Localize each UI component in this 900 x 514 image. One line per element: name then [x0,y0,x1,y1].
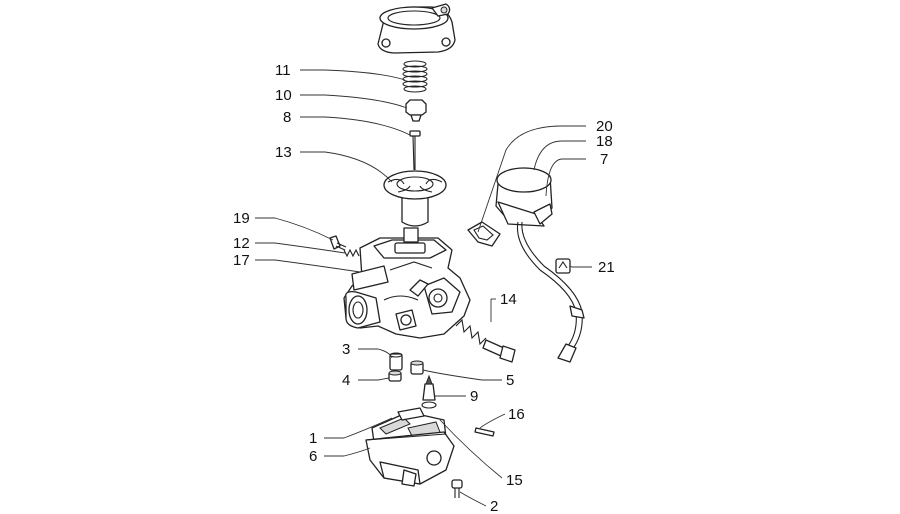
part-needle-holder-10 [405,99,427,122]
leader-17 [255,259,361,273]
leader-16 [479,413,506,429]
part-gasket-20 [467,221,501,247]
leader-7 [545,158,586,197]
part-screw-19 [329,235,347,251]
part-needle-8 [409,130,421,171]
callout-3: 3 [342,341,350,358]
callout-10: 10 [275,87,292,104]
leader-21 [569,265,592,268]
leader-1 [324,417,393,439]
callout-15: 15 [506,472,523,489]
callout-17: 17 [233,252,250,269]
callout-12: 12 [233,235,250,252]
leader-12 [255,242,346,254]
part-clip-21 [555,258,571,274]
callout-6: 6 [309,448,317,465]
leader-15 [439,419,503,479]
callout-2: 2 [490,498,498,514]
callout-7: 7 [600,151,608,168]
callout-19: 19 [233,210,250,227]
leader-19 [255,217,334,241]
part-cable-7 [516,221,585,363]
callout-5: 5 [506,372,514,389]
leader-5 [422,369,502,381]
callout-13: 13 [275,144,292,161]
part-screw-2 [451,479,463,498]
callout-21: 21 [598,259,615,276]
part-float-bowl-6 [365,431,455,487]
part-spring-screw-14 [455,318,516,363]
part-spring-12 [343,248,360,258]
callout-1: 1 [309,430,317,447]
part-starter-18 [495,167,553,227]
leader-11 [300,69,406,81]
leader-10 [300,94,408,109]
leader-2 [459,491,487,507]
part-diaphragm-13 [383,170,447,227]
callout-11: 11 [275,62,291,79]
leader-13 [300,151,393,183]
part-jet-5 [410,360,424,375]
part-jet-3 [389,352,403,371]
leader-8 [300,116,411,136]
callout-9: 9 [470,388,478,405]
part-float-needle-9 [421,374,437,409]
callout-labels: 11 10 8 13 19 12 17 14 3 4 5 9 16 1 6 15… [233,62,615,514]
part-jet-4 [388,370,402,382]
callout-4: 4 [342,372,350,389]
leader-lines [255,69,592,507]
callout-18: 18 [596,133,613,150]
callout-16: 16 [508,406,525,423]
part-carburetor-body-17 [343,227,471,339]
leader-3 [358,348,393,359]
callout-20: 20 [596,118,613,135]
leader-4 [358,377,390,381]
leader-20 [477,125,586,233]
part-pin-16 [474,427,495,437]
part-spring-11 [402,60,428,93]
leader-6 [324,447,371,457]
leader-18 [533,140,586,171]
part-top-cover [377,3,456,54]
callout-8: 8 [283,109,291,126]
callout-14: 14 [500,291,517,308]
